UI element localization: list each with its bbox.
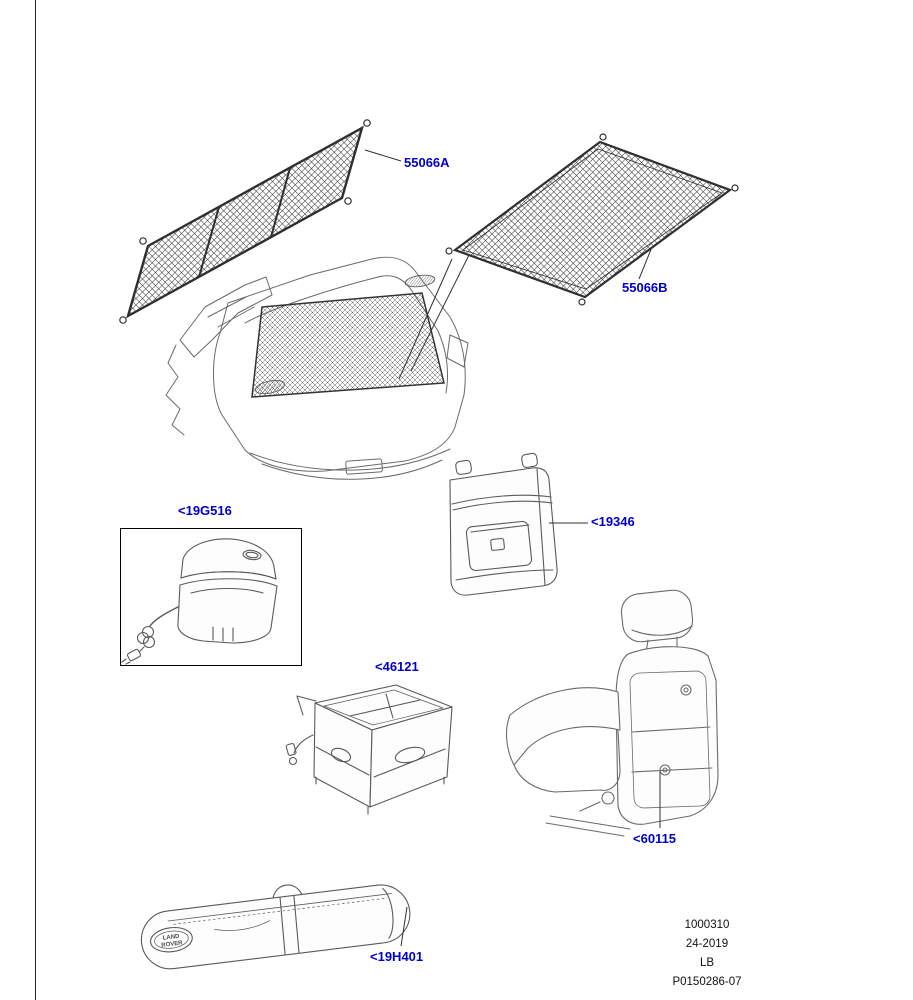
ski-bag-illustration: LAND ROVER [140, 884, 411, 970]
cargo-net-a-illustration [119, 119, 371, 324]
cool-box-illustration [121, 538, 278, 665]
drawing-number: 1000310 [684, 919, 730, 931]
plate-number: P0150286-07 [672, 976, 742, 988]
part-label-19346[interactable]: <19346 [591, 514, 635, 529]
part-label-55066A[interactable]: 55066A [404, 155, 450, 170]
cool-box-frame [120, 528, 302, 666]
loadspace-trunk-illustration [165, 256, 469, 480]
drawing-info-block: 1000310 24-2019 LB P0150286-07 [647, 916, 767, 992]
collapsible-organizer-illustration [285, 684, 453, 815]
drawing-code: LB [699, 957, 715, 969]
landrover-badge-text-top: LAND [163, 934, 181, 942]
drawing-date: 24-2019 [685, 938, 729, 950]
page-left-border [35, 0, 36, 1000]
cargo-net-b-illustration [445, 133, 739, 306]
seatback-stowage-bag-illustration [449, 452, 558, 596]
part-label-46121[interactable]: <46121 [375, 659, 419, 674]
landrover-badge: LAND ROVER [161, 934, 184, 949]
part-label-55066B[interactable]: 55066B [622, 280, 668, 295]
landrover-badge-text-bottom: ROVER [161, 940, 184, 949]
part-label-19H401[interactable]: <19H401 [370, 949, 424, 964]
part-label-60115[interactable]: <60115 [633, 831, 677, 846]
part-label-19G516[interactable]: <19G516 [178, 503, 232, 518]
front-seat-illustration [505, 589, 719, 837]
